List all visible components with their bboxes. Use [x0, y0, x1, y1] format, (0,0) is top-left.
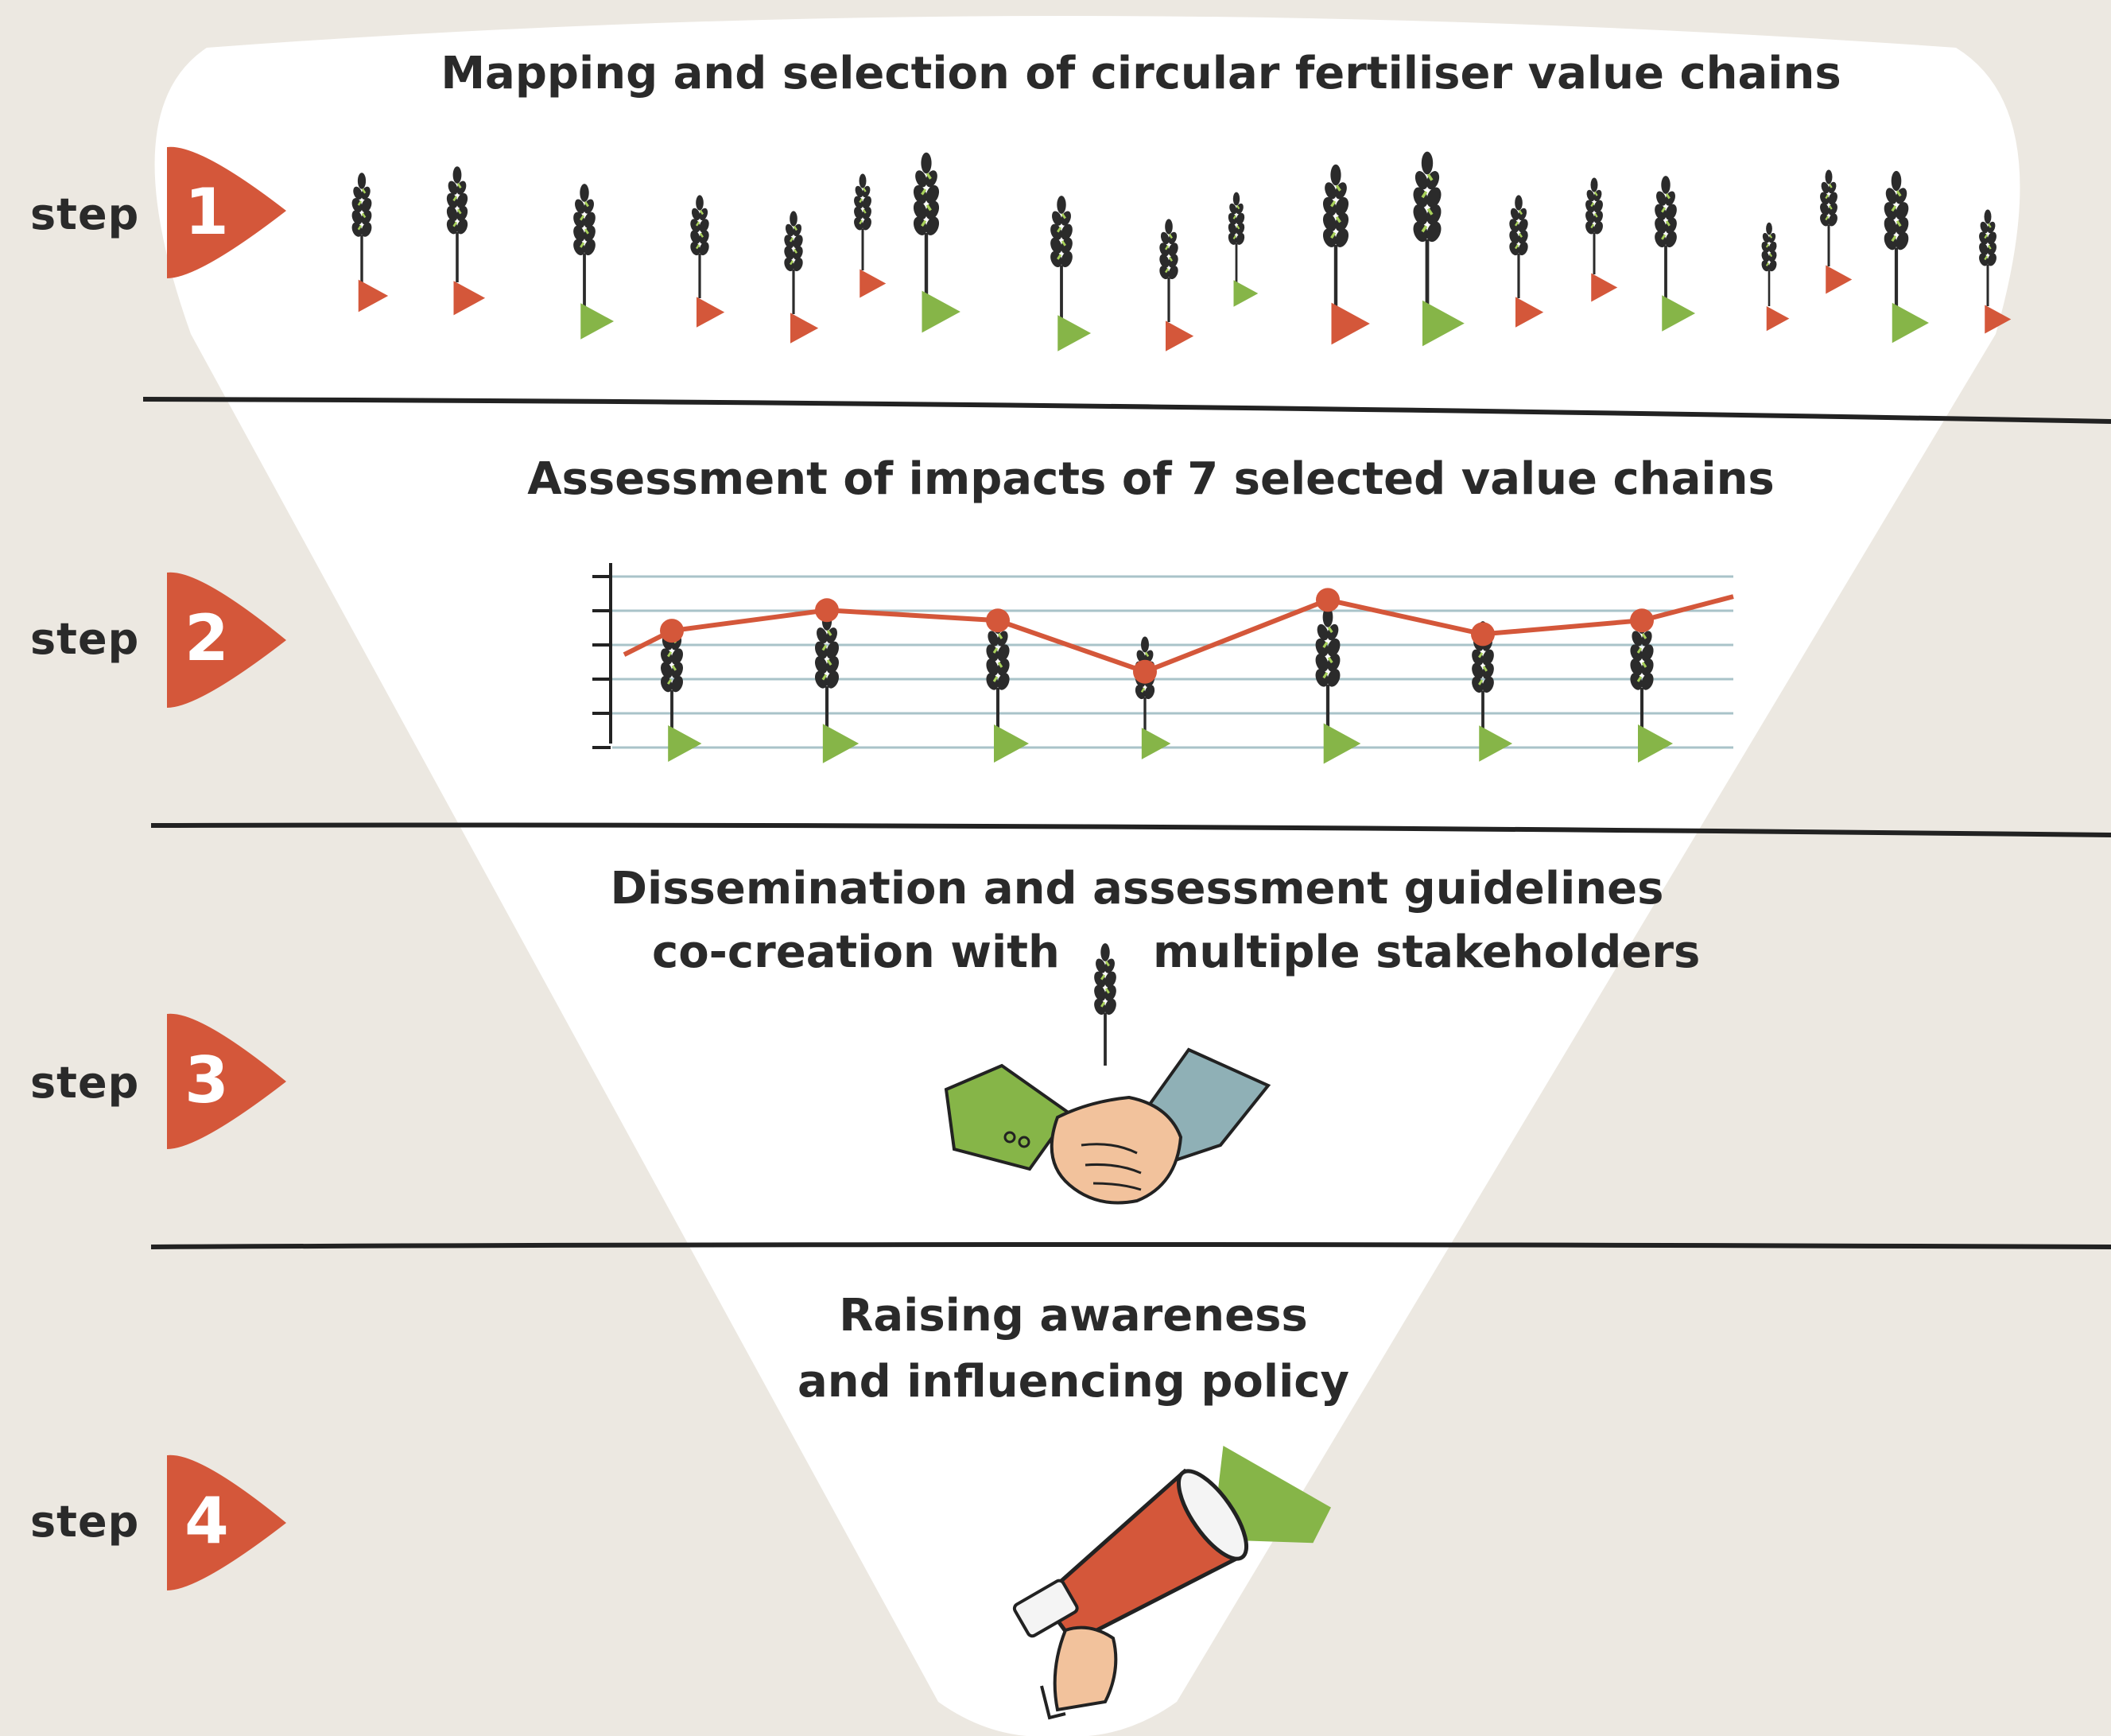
step-badge-3	[167, 1013, 286, 1149]
divider-2	[150, 822, 2111, 837]
megaphone-icon	[1012, 1446, 1331, 1720]
chart-grid	[612, 575, 1733, 749]
step-number-3: 3	[184, 1043, 229, 1117]
step-label-2: step	[30, 614, 140, 664]
divider-1	[142, 397, 2111, 424]
step-3-title-line2-left: co-creation with	[652, 926, 1060, 978]
funnel-shape	[154, 16, 2020, 1736]
impact-line-chart	[592, 563, 1734, 764]
data-point	[1630, 608, 1654, 633]
step-badge-2	[167, 572, 286, 708]
data-point	[815, 598, 839, 623]
step-2-title: Assessment of impacts of 7 selected valu…	[527, 453, 1775, 505]
step-4-title-line2: and influencing policy	[797, 1356, 1349, 1408]
data-point	[986, 608, 1010, 633]
step-number-1: 1	[184, 175, 229, 249]
step-3-title-line1: Dissemination and assessment guidelines	[610, 863, 1664, 915]
step-label-1: step	[30, 189, 140, 239]
step-label-4: step	[30, 1497, 140, 1547]
data-point	[1471, 622, 1495, 647]
step-3-title-line2-right: multiple stakeholders	[1153, 926, 1701, 978]
step-1-title: Mapping and selection of circular fertil…	[440, 48, 1841, 99]
step-badge-4	[167, 1454, 286, 1590]
chart-y-ticks	[592, 575, 611, 749]
divider-3	[150, 1242, 2111, 1249]
step-label-3: step	[30, 1058, 140, 1108]
step-badge-1	[167, 146, 286, 278]
data-point	[1316, 588, 1340, 612]
data-point	[660, 619, 684, 643]
step-number-2: 2	[184, 601, 229, 675]
handshake-icon	[944, 942, 1271, 1205]
step-4-title-line1: Raising awareness	[839, 1290, 1308, 1342]
step-number-4: 4	[184, 1484, 229, 1558]
chart-marks	[623, 588, 1734, 764]
step-badges	[167, 146, 286, 1590]
data-point	[1133, 659, 1157, 684]
